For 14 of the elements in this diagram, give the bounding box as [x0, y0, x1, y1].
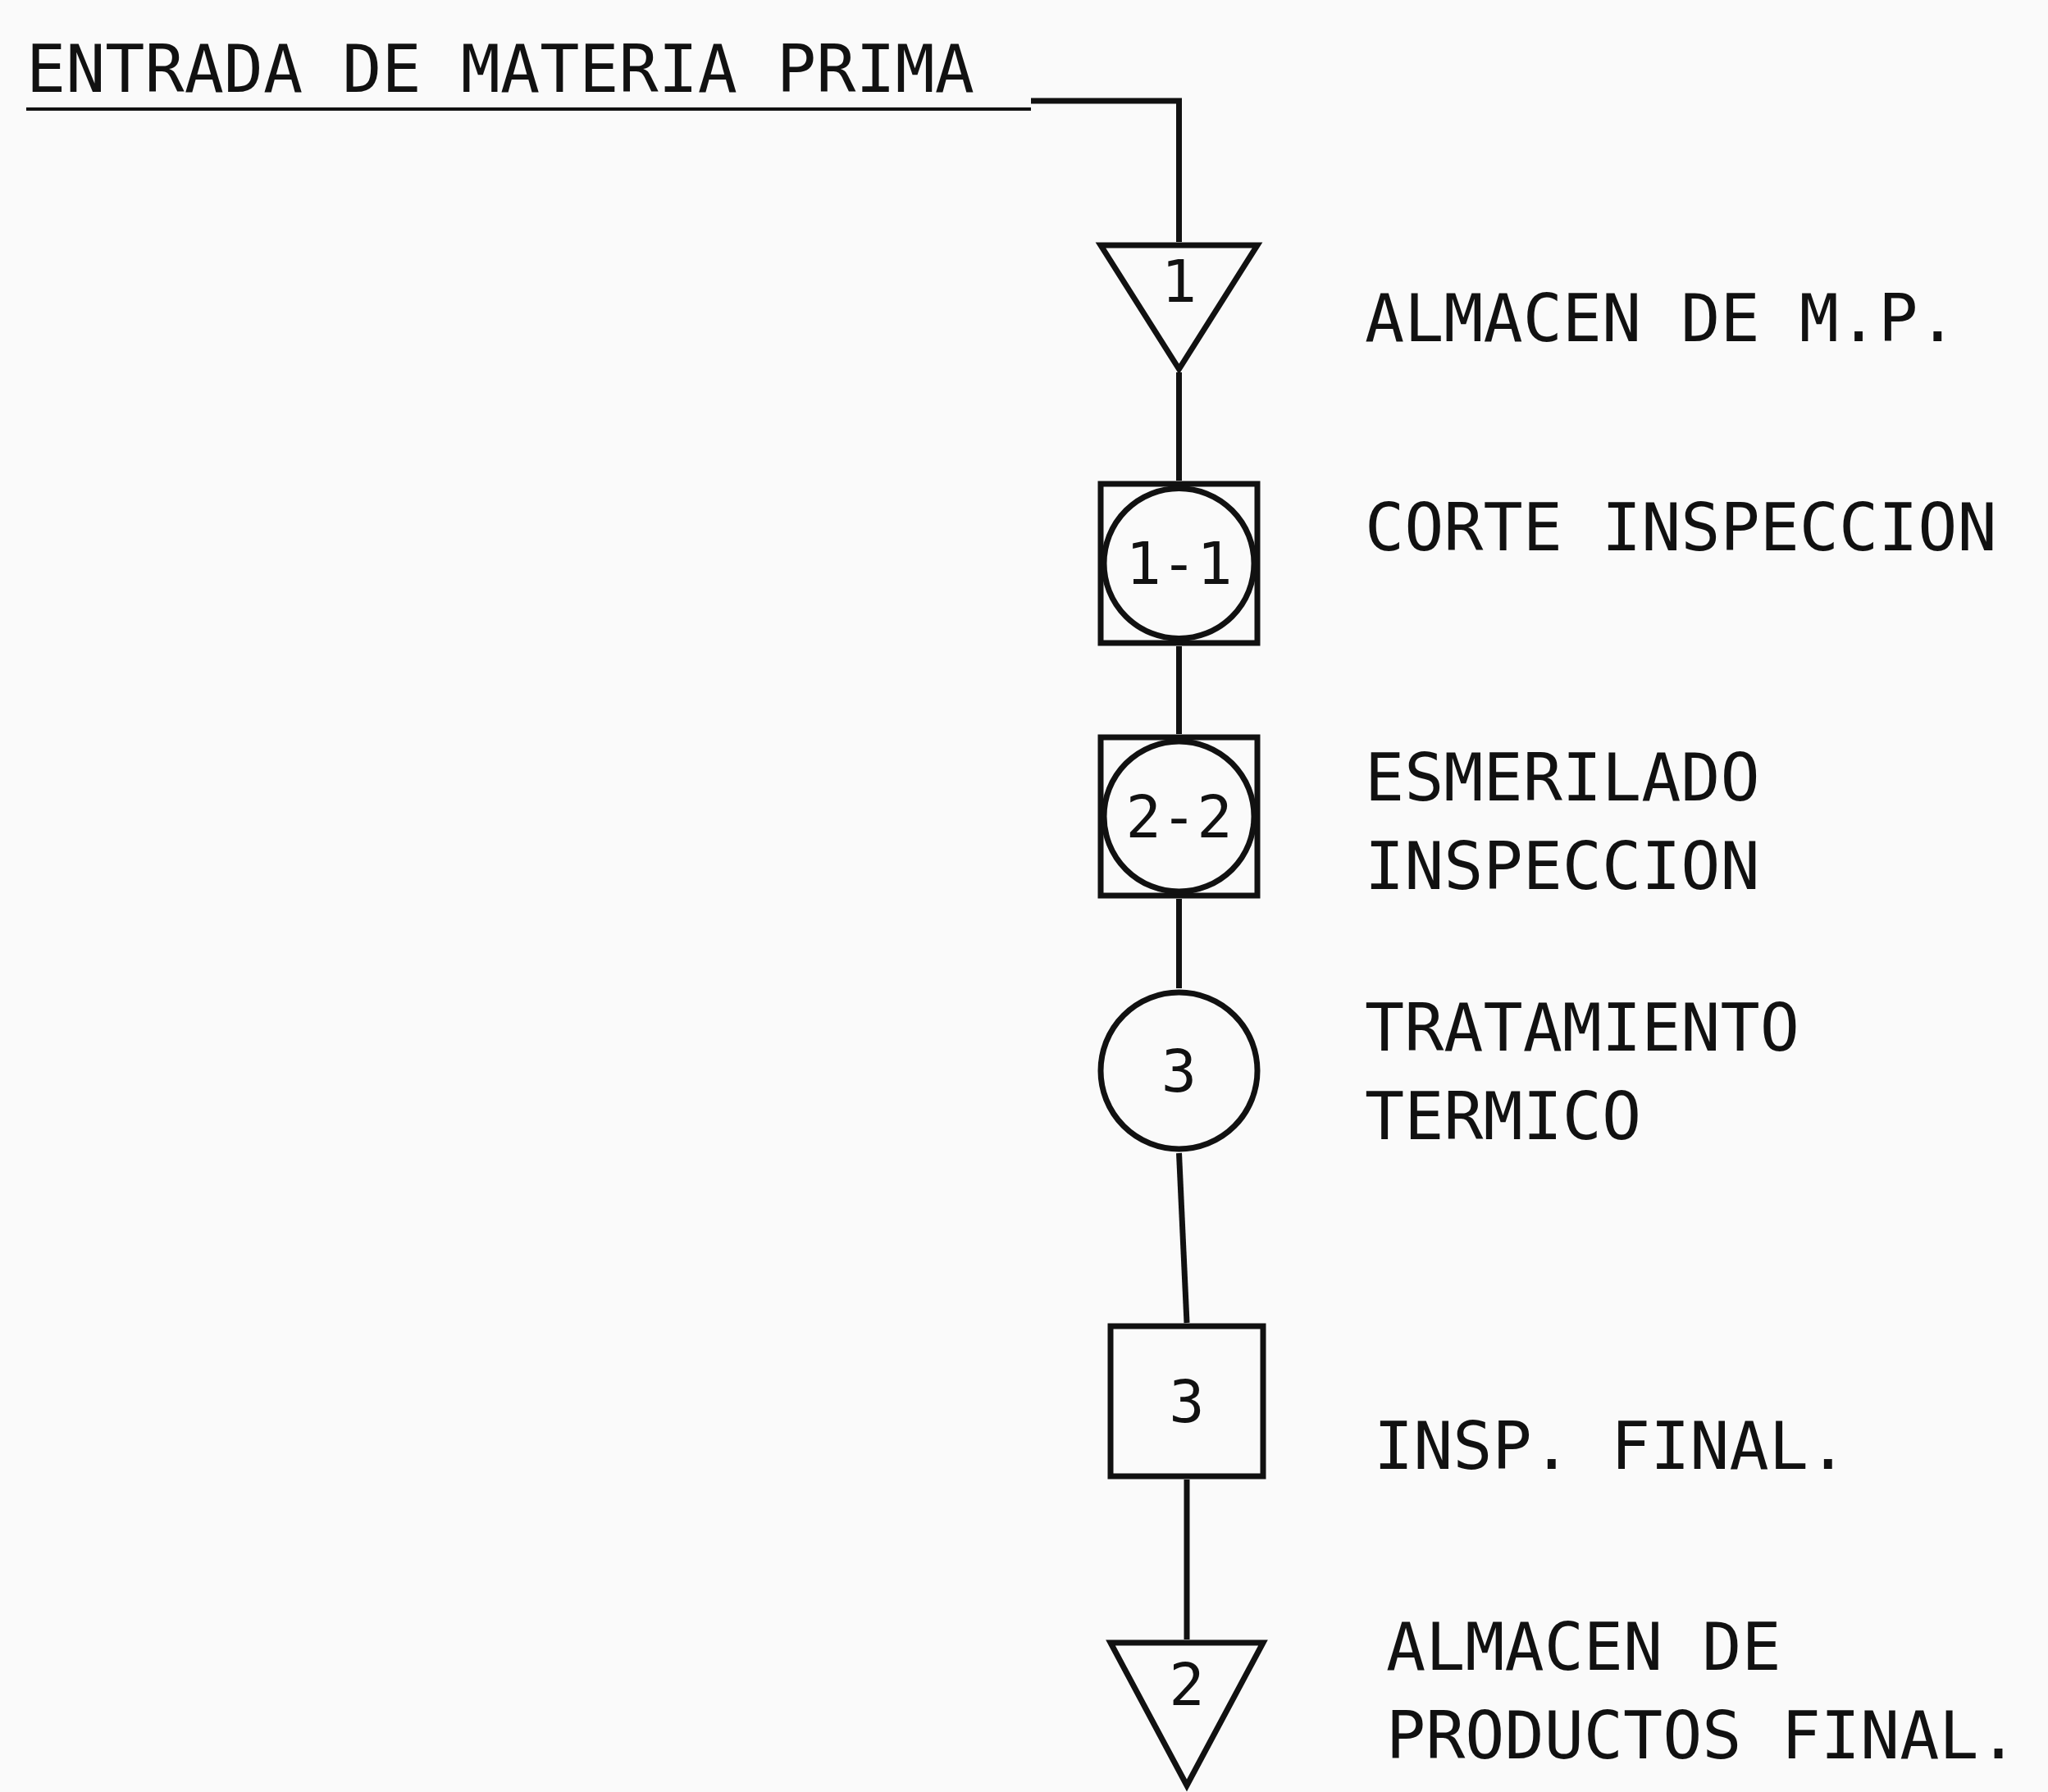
step-description: ESMERILADO INSPECCION [1365, 739, 1761, 906]
step-number: 2 [1168, 1654, 1206, 1714]
step-description: ALMACEN DE PRODUCTOS FINAL. [1386, 1608, 2019, 1776]
start-label: ENTRADA DE MATERIA PRIMA [26, 33, 1031, 111]
connector-line [1176, 1152, 1190, 1324]
step-description: TRATAMIENTO TERMICO [1365, 989, 1800, 1156]
step-number: 3 [1168, 1371, 1206, 1431]
step-description: CORTE INSPECCION [1365, 489, 1998, 568]
step-number: 1 [1160, 251, 1198, 311]
step-description: INSP. FINAL. [1374, 1407, 1849, 1486]
step-number: 1-1 [1124, 534, 1234, 593]
step-description: ALMACEN DE M.P. [1365, 280, 1959, 358]
step-number: 3 [1160, 1041, 1198, 1101]
step-number: 2-2 [1124, 787, 1234, 846]
